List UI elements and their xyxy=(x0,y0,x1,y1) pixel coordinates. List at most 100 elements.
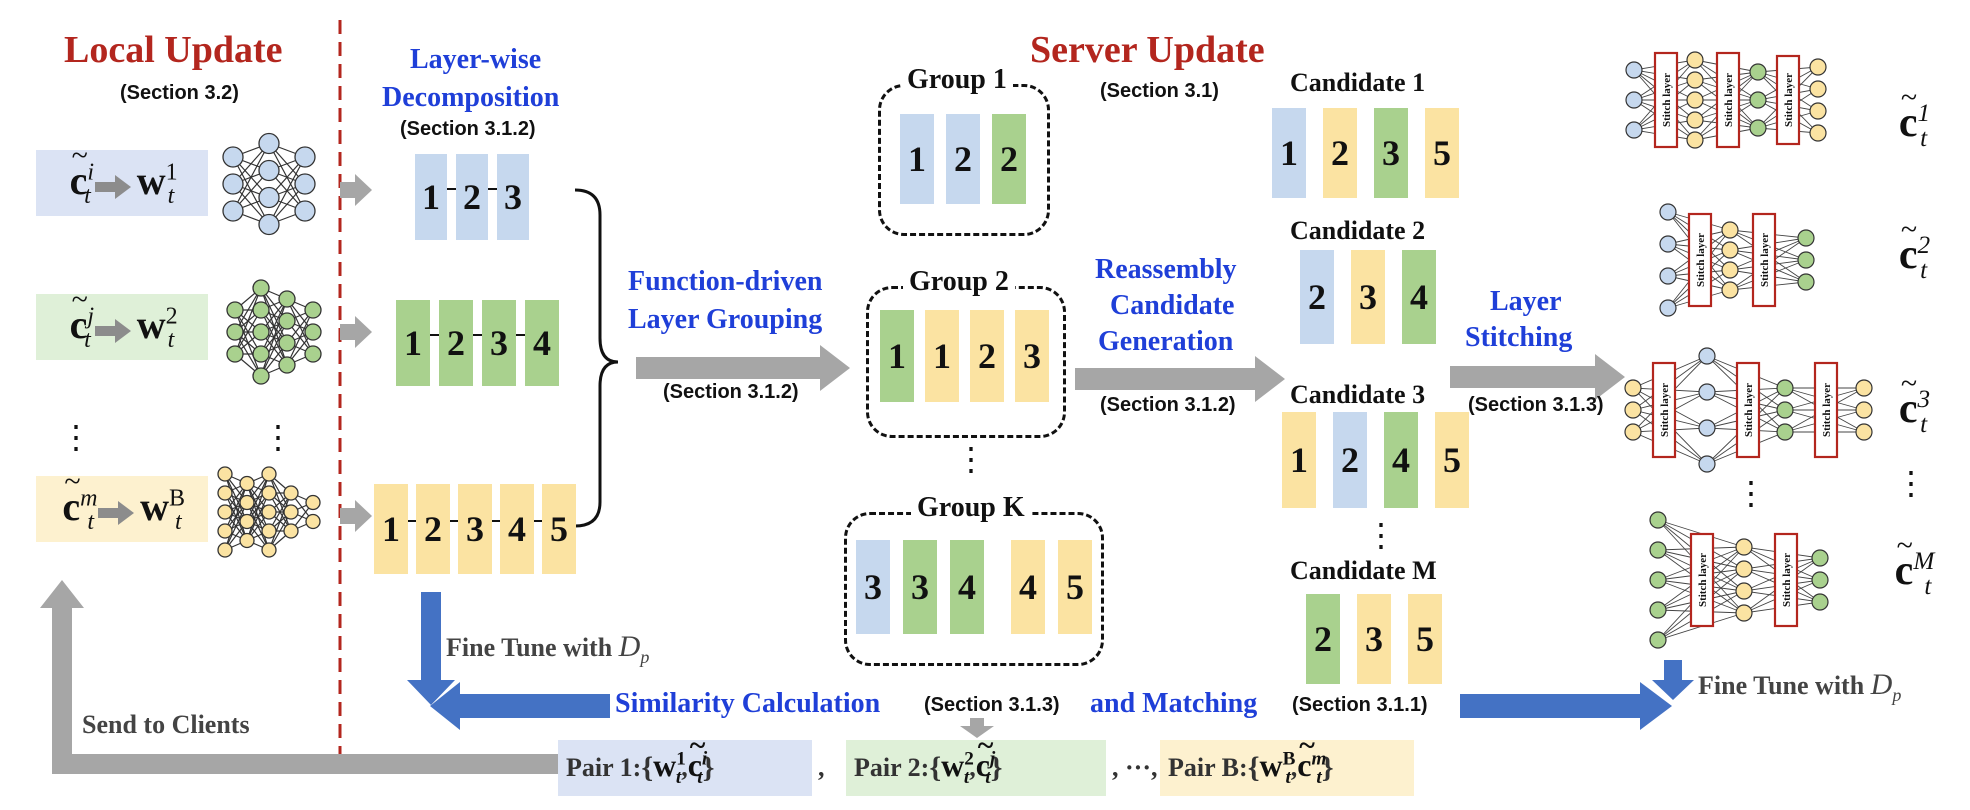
pair-brace-open: { xyxy=(1247,751,1260,784)
pair-c-sub: t xyxy=(697,767,703,789)
formula-arrow-icon xyxy=(94,304,133,351)
fine-tune-right-label: Fine Tune with Dp xyxy=(1698,668,1901,706)
neuron-node xyxy=(1855,423,1873,441)
neuron-node xyxy=(1686,131,1704,149)
output-c-base: c xyxy=(1898,386,1918,433)
neuron-node xyxy=(1698,347,1716,365)
neuron-node xyxy=(1659,235,1677,253)
fine-tune-left-arrow xyxy=(407,592,455,705)
neuron-node xyxy=(1721,281,1739,299)
layer-block: 1 xyxy=(374,484,408,574)
pair-c: ~cjt xyxy=(975,729,996,789)
layer-block: 1 xyxy=(396,300,430,386)
client-w-sup: 1 xyxy=(165,159,178,186)
neuron-node xyxy=(1698,455,1716,473)
neuron-node xyxy=(217,485,233,501)
stitch-layer-label: Stitch layer xyxy=(1697,553,1709,607)
neuron-node xyxy=(1809,80,1827,98)
pair-c-base: c xyxy=(687,746,702,783)
client-B-network xyxy=(217,466,321,558)
stitching-section: (Section 3.1.3) xyxy=(1468,394,1604,416)
tilde-mark: ~ xyxy=(71,282,88,316)
pair-w-sup: 1 xyxy=(676,748,686,770)
neuron-node xyxy=(1698,383,1716,401)
neuron-node xyxy=(239,513,255,530)
output-c-base: c xyxy=(1898,100,1918,147)
pair-w-sub: t xyxy=(675,767,682,789)
formula-arrow-icon xyxy=(98,486,136,533)
client-1-network xyxy=(222,132,316,236)
neuron-node xyxy=(304,301,322,319)
neuron-node xyxy=(1625,61,1643,79)
neuron-node xyxy=(304,345,322,363)
neuron-node xyxy=(252,323,270,341)
output-c-base: c xyxy=(1898,232,1918,279)
matching-label: and Matching xyxy=(1090,688,1258,719)
pair-comma: , xyxy=(681,753,688,782)
client-w: w2t xyxy=(137,301,178,354)
candidate-layer-block: 3 xyxy=(1357,594,1391,684)
neuron-node xyxy=(278,356,296,374)
neuron-node xyxy=(1855,379,1873,397)
neuron-node xyxy=(252,279,270,297)
output-c-sub: t xyxy=(1920,256,1928,284)
neuron-node xyxy=(1735,604,1753,622)
stitch-layer-box xyxy=(1773,532,1799,628)
stitch-layer-label: Stitch layer xyxy=(1783,73,1795,127)
tilde-mark: ~ xyxy=(977,728,994,762)
pair-w-base: w xyxy=(653,746,677,783)
candidate-layer-block: 2 xyxy=(1306,594,1340,684)
pair-label: Pair B: xyxy=(1168,753,1248,782)
group-layer-block: 1 xyxy=(880,310,914,402)
server-update-section: (Section 3.1) xyxy=(1100,80,1219,102)
neuron-node xyxy=(1735,538,1753,556)
fine-tune-right-arrow xyxy=(1652,660,1694,700)
stitching-label-2: Stitching xyxy=(1465,322,1573,353)
layer-block: 2 xyxy=(439,300,473,386)
pair-2: Pair 2:{w2t, ~cjt}, ···, xyxy=(846,729,1158,796)
neuron-node xyxy=(258,213,280,236)
tilde-mark: ~ xyxy=(64,464,81,498)
neuron-node xyxy=(1749,91,1767,109)
layer-block: 3 xyxy=(497,154,529,240)
pair-c-base: c xyxy=(975,746,990,783)
stitch-layer-box xyxy=(1687,212,1713,308)
reassembly-arrow xyxy=(1075,356,1285,402)
stitch-layer-label: Stitch layer xyxy=(1743,383,1755,437)
client-c-sup: m xyxy=(80,485,98,512)
neuron-node xyxy=(1624,401,1642,419)
output-c: ~cMt xyxy=(1895,529,1935,600)
stitch-layer-box xyxy=(1651,361,1677,459)
neuron-node xyxy=(1649,601,1667,619)
group-layer-block: 3 xyxy=(903,540,937,634)
candidate-ellipsis: ⋮ xyxy=(1365,517,1397,553)
pair-brace-close: } xyxy=(1321,751,1334,784)
client-c: ~cit xyxy=(70,139,94,210)
neuron-node xyxy=(239,494,255,511)
layer-block: 2 xyxy=(456,154,488,240)
output-c-sup: M xyxy=(1913,548,1935,576)
neuron-node xyxy=(226,323,244,341)
pair-c-sub: t xyxy=(1316,767,1322,789)
pair-w-sub: t xyxy=(1285,767,1291,789)
reassembly-section: (Section 3.1.2) xyxy=(1100,394,1236,416)
candidate-layer-block: 1 xyxy=(1282,412,1316,508)
pair-w: wBt xyxy=(1260,747,1296,789)
output-client-model: ~c1t xyxy=(1868,81,1958,156)
candidate-layer-block: 5 xyxy=(1408,594,1442,684)
client-w-sup: B xyxy=(168,485,185,512)
neuron-node xyxy=(1809,124,1827,142)
stitch-layer-label: Stitch layer xyxy=(1695,233,1707,287)
section-down-arrow xyxy=(960,718,994,738)
neuron-node xyxy=(261,542,277,558)
neuron-node xyxy=(226,345,244,363)
layer-block: 5 xyxy=(542,484,576,574)
stitch-layer-box xyxy=(1715,51,1741,149)
neuron-node xyxy=(1659,299,1677,317)
grouping-arrow xyxy=(636,345,850,391)
neuron-node xyxy=(1649,541,1667,559)
candidate-label: Candidate M xyxy=(1290,556,1437,585)
layer-block: 4 xyxy=(500,484,534,574)
pair-w: w1t xyxy=(653,746,686,789)
